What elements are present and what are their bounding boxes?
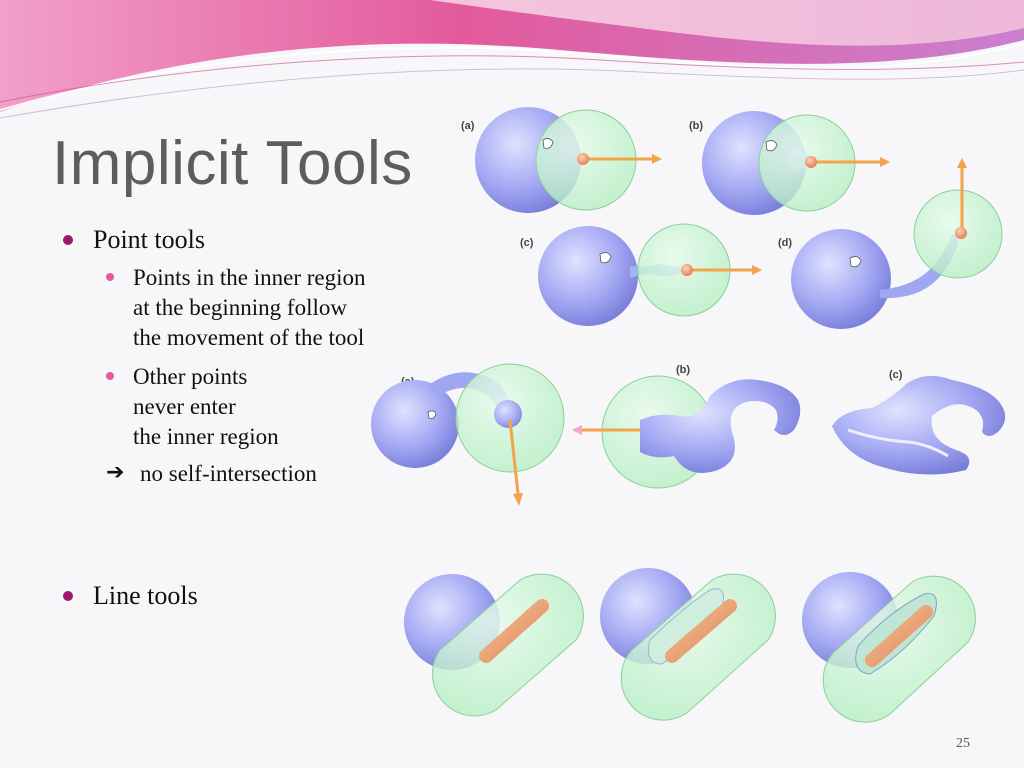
figure-top-b: (b) [689,111,890,215]
figure-label: (c) [889,369,903,381]
tool-point [681,264,693,276]
page-number: 25 [956,736,970,751]
movement-arrow [508,419,520,495]
figure-line-tool-2 [600,568,776,721]
figure-bottom-c: (c) [832,369,1006,475]
line-tool-capsule [620,573,776,721]
tool-point [805,156,817,168]
figure-bottom-a: (a) [371,363,565,506]
tool-point [577,153,589,165]
slide-title: Implicit Tools [52,129,413,198]
deformable-blob [371,380,459,468]
line-tool-rod [479,599,549,663]
figure-top-d: (d) [778,158,1003,329]
figure-label: (a) [461,120,475,132]
deformable-blob [832,375,1006,475]
deformable-blob [538,226,638,326]
tool-point [955,227,967,239]
deformable-blob [791,229,891,329]
figure-top-a: (a) [461,107,662,213]
header-wave-decoration [0,0,1024,119]
figure-top-c: (c) [520,223,762,326]
figure-line-tool-1 [404,573,584,717]
deformable-blob [640,379,801,473]
line-tool-rod [865,605,933,667]
line-tool-rod [665,599,737,663]
figure-label: (b) [689,120,703,132]
figure-label: (b) [676,364,690,376]
figure-label: (c) [520,237,534,249]
figure-line-tool-3 [802,572,976,723]
figure-label: (d) [778,237,792,249]
figure-bottom-b: (b) [572,364,801,489]
